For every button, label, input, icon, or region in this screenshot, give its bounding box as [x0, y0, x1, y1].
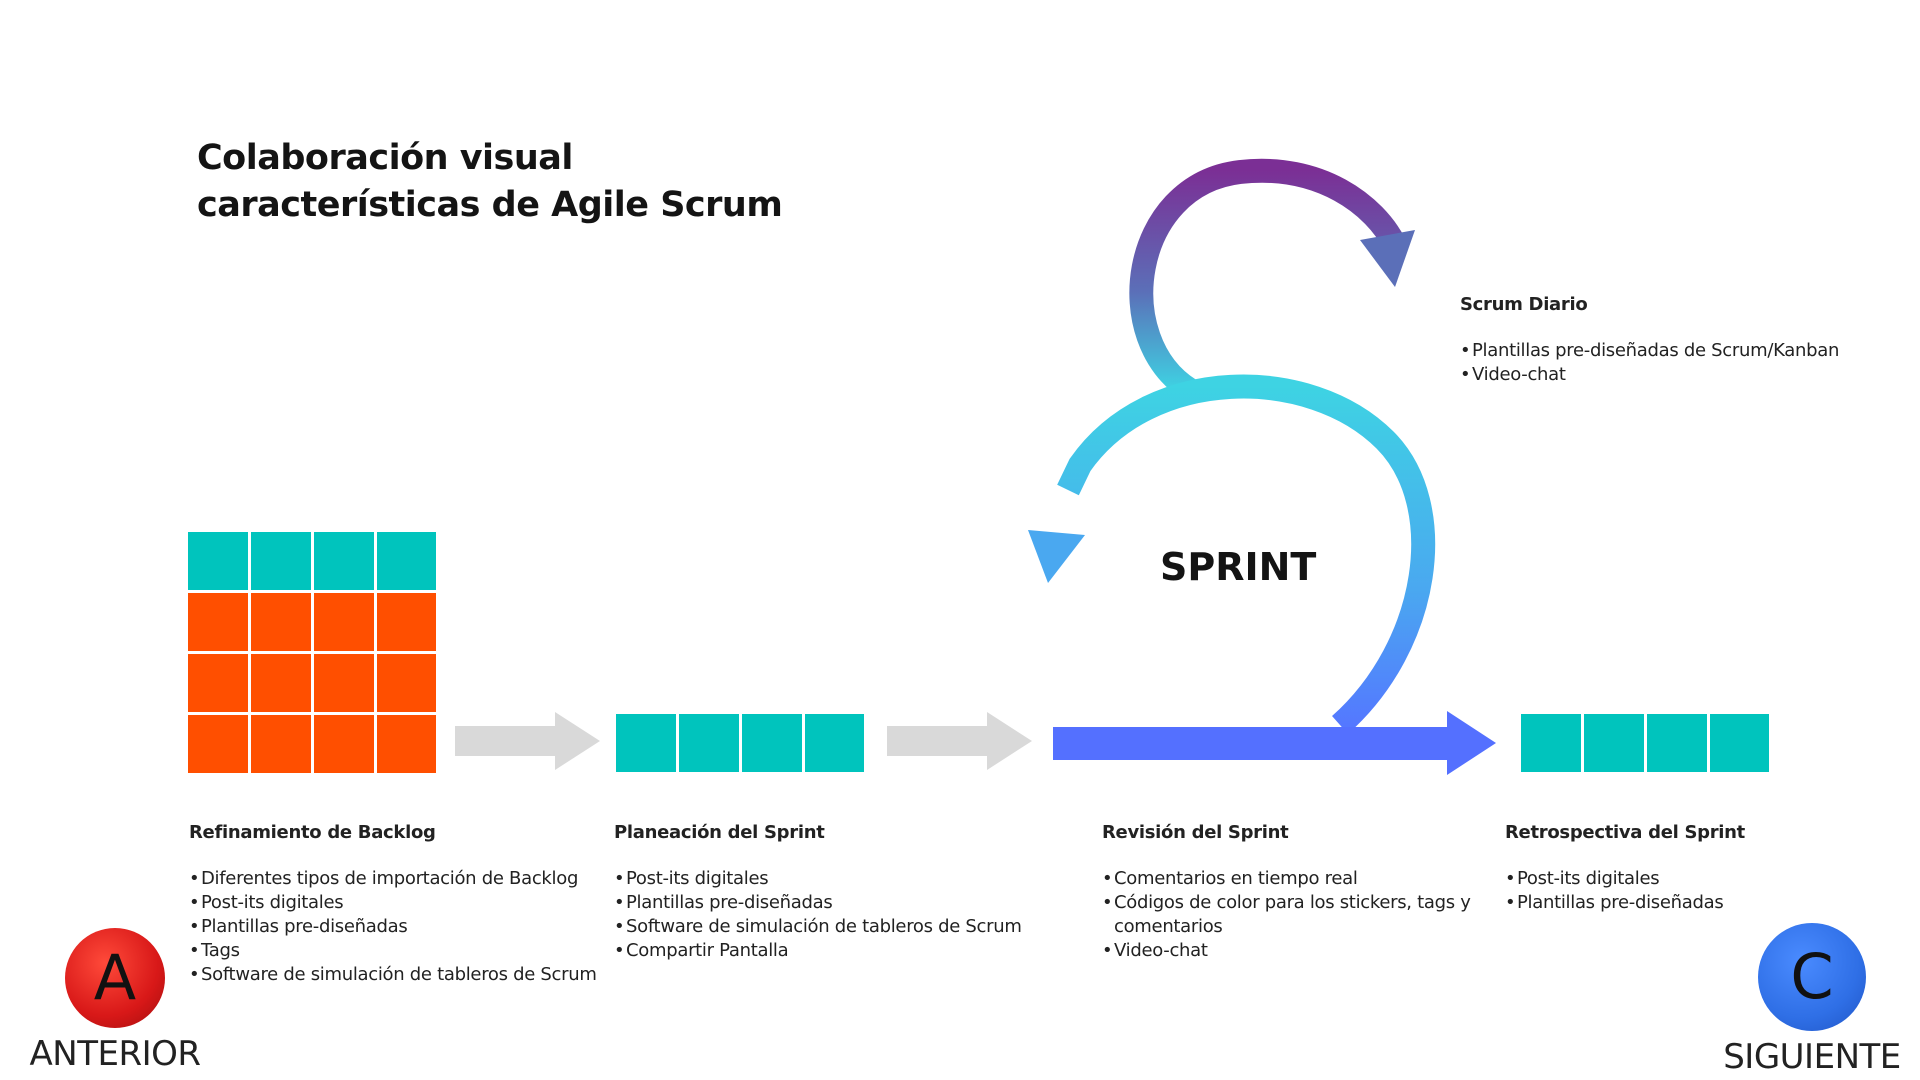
backlog-cell — [251, 715, 311, 773]
list-item: Códigos de color para los stickers, tags… — [1102, 891, 1472, 939]
next-button[interactable]: C SIGUIENTE — [1712, 923, 1912, 1077]
list-item: Tags — [189, 939, 597, 963]
sprint-planning-row — [616, 714, 864, 772]
backlog-cell — [377, 715, 436, 773]
retro-cell — [1710, 714, 1769, 772]
backlog-heading: Refinamiento de Backlog — [189, 822, 436, 843]
backlog-cell — [188, 593, 248, 651]
title-line-1: Colaboración visual — [197, 138, 573, 178]
daily-scrum-heading: Scrum Diario — [1460, 294, 1588, 315]
list-item: Plantillas pre-diseñadas — [189, 915, 597, 939]
previous-button[interactable]: A ANTERIOR — [10, 928, 220, 1074]
retrospective-heading: Retrospectiva del Sprint — [1505, 822, 1745, 843]
backlog-cell — [314, 532, 374, 590]
page-title: Colaboración visual características de A… — [197, 135, 783, 229]
backlog-cell — [377, 593, 436, 651]
list-item: Compartir Pantalla — [614, 939, 1022, 963]
daily-scrum-loop — [1129, 158, 1406, 401]
retrospective-list: Post-its digitales Plantillas pre-diseña… — [1505, 867, 1724, 915]
planning-cell — [616, 714, 676, 772]
planning-list: Post-its digitales Plantillas pre-diseña… — [614, 867, 1022, 963]
backlog-cell — [188, 532, 248, 590]
backlog-cell — [188, 715, 248, 773]
previous-label[interactable]: ANTERIOR — [29, 1034, 201, 1074]
backlog-cell — [377, 654, 436, 712]
daily-scrum-arrowhead — [1360, 230, 1415, 287]
next-label[interactable]: SIGUIENTE — [1723, 1037, 1901, 1077]
next-icon[interactable]: C — [1758, 923, 1866, 1031]
backlog-cell — [251, 532, 311, 590]
backlog-cell — [251, 593, 311, 651]
backlog-cell — [314, 715, 374, 773]
list-item: Post-its digitales — [614, 867, 1022, 891]
planning-heading: Planeación del Sprint — [614, 822, 825, 843]
flow-arrow-2 — [887, 712, 1032, 770]
backlog-cell — [377, 532, 436, 590]
list-item: Post-its digitales — [189, 891, 597, 915]
list-item: Video-chat — [1460, 363, 1839, 387]
list-item: Plantillas pre-diseñadas — [1505, 891, 1724, 915]
planning-cell — [742, 714, 802, 772]
previous-letter: A — [93, 941, 137, 1014]
flow-arrow-1 — [455, 712, 600, 770]
list-item: Comentarios en tiempo real — [1102, 867, 1472, 891]
backlog-cell — [251, 654, 311, 712]
sprint-label: SPRINT — [1160, 545, 1317, 589]
backlog-grid — [188, 532, 436, 773]
backlog-cell — [314, 593, 374, 651]
list-item: Post-its digitales — [1505, 867, 1723, 891]
sprint-loop — [1057, 374, 1436, 734]
backlog-cell — [314, 654, 374, 712]
list-item: Plantillas pre-diseñadas de Scrum/Kanban — [1460, 339, 1839, 363]
planning-cell — [679, 714, 739, 772]
planning-cell — [805, 714, 864, 772]
title-line-2: características de Agile Scrum — [197, 185, 783, 225]
retrospective-row — [1521, 714, 1769, 772]
backlog-cell — [188, 654, 248, 712]
previous-icon[interactable]: A — [65, 928, 165, 1028]
list-item: Diferentes tipos de importación de Backl… — [189, 867, 597, 891]
review-list: Comentarios en tiempo real Códigos de co… — [1102, 867, 1472, 963]
next-letter: C — [1790, 940, 1834, 1013]
sprint-main-arrow — [1053, 711, 1496, 775]
list-item: Software de simulación de tableros de Sc… — [614, 915, 1022, 939]
retro-cell — [1584, 714, 1644, 772]
daily-scrum-list: Plantillas pre-diseñadas de Scrum/Kanban… — [1460, 339, 1839, 387]
list-item: Plantillas pre-diseñadas — [614, 891, 1022, 915]
sprint-loop-arrowhead — [1028, 530, 1085, 583]
list-item: Software de simulación de tableros de Sc… — [189, 963, 597, 987]
list-item: Video-chat — [1102, 939, 1472, 963]
backlog-list: Diferentes tipos de importación de Backl… — [189, 867, 597, 987]
retro-cell — [1647, 714, 1707, 772]
review-heading: Revisión del Sprint — [1102, 822, 1289, 843]
retro-cell — [1521, 714, 1581, 772]
